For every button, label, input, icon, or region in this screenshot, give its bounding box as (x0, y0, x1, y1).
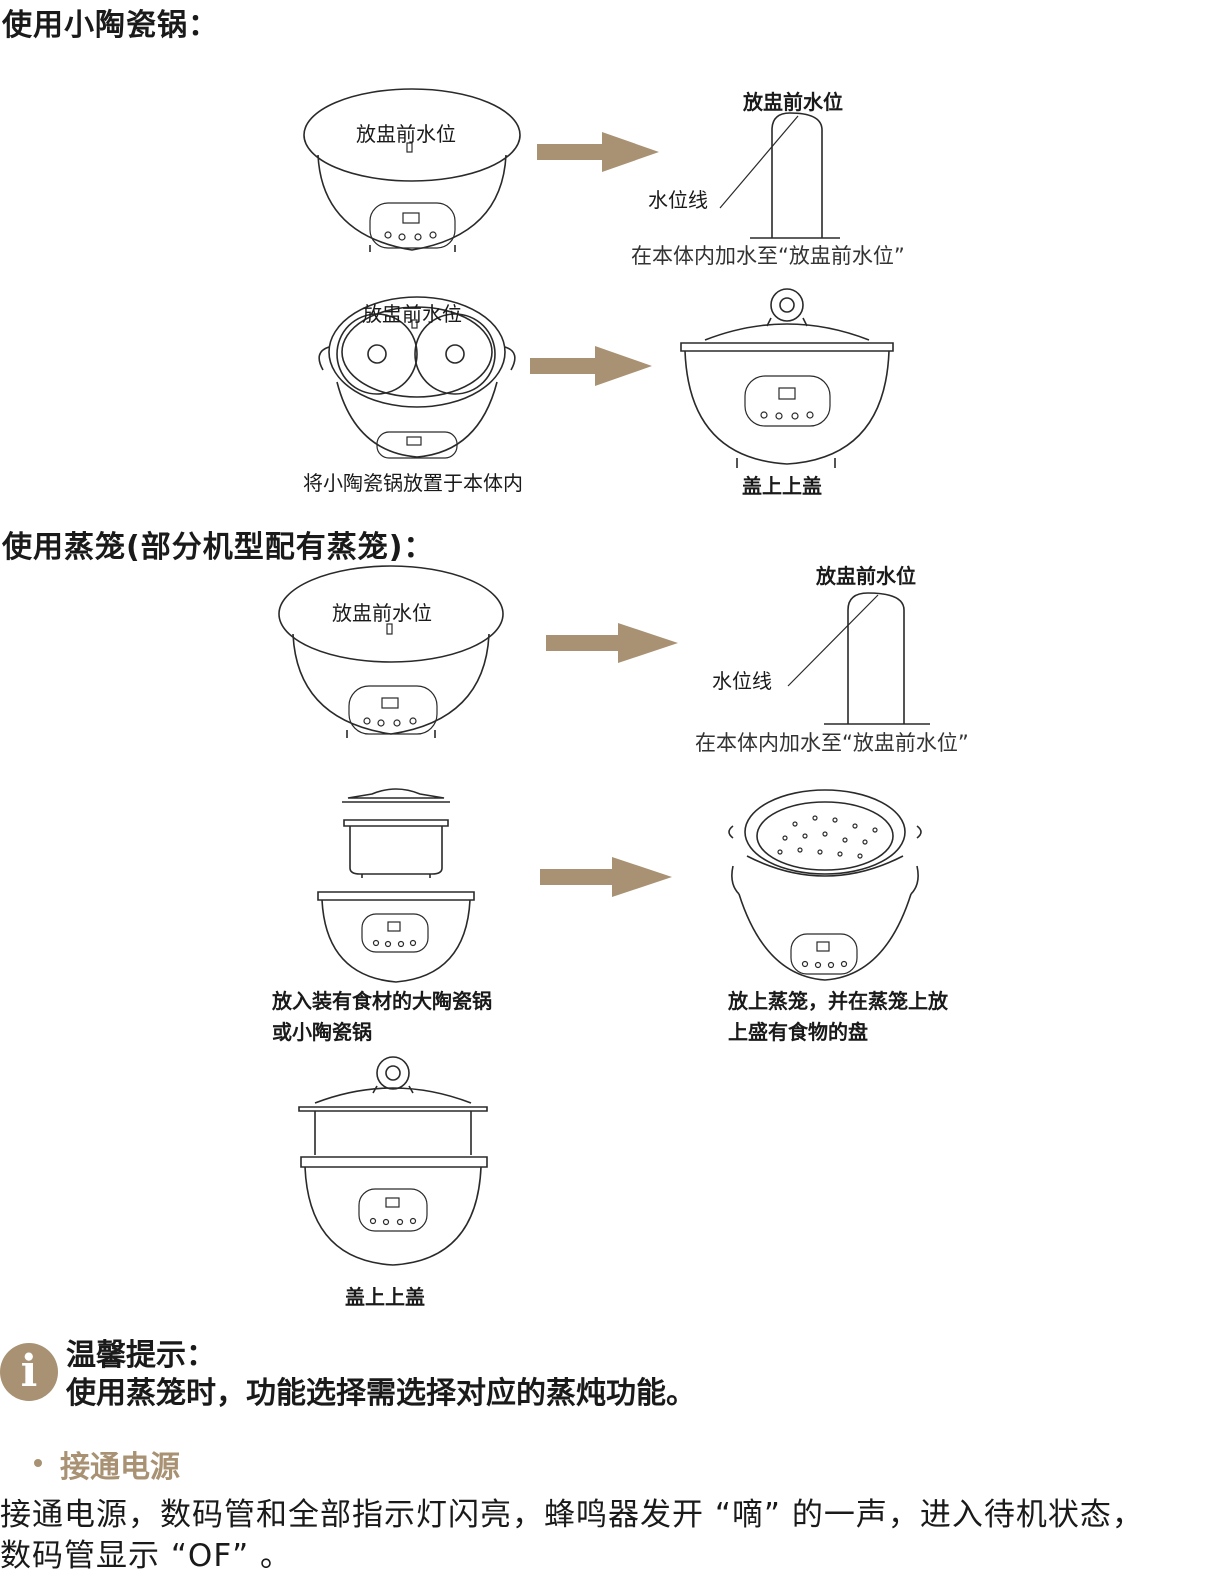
section2-heading: 使用蒸笼(部分机型配有蒸笼)： (2, 530, 435, 565)
water-level-top-label: 放盅前水位 (743, 90, 843, 114)
pot-water-level-label: 放盅前水位 (356, 122, 456, 146)
arrow-right-icon (546, 623, 678, 663)
pot-and-base-illustration (317, 788, 475, 983)
water-level-line-label: 水位线 (648, 188, 708, 212)
bullet-dot (34, 1459, 42, 1467)
caption-steamer-line1: 放上蒸笼，并在蒸笼上放 (728, 989, 948, 1013)
info-icon: i (0, 1343, 58, 1401)
water-level-line-label: 水位线 (712, 669, 772, 693)
tip-title: 温馨提示： (66, 1338, 216, 1373)
cooker-top-view-illustration (278, 565, 504, 738)
power-paragraph-line2: 数码管显示 “OF” 。 (0, 1538, 293, 1574)
pot-water-level-label: 放盅前水位 (332, 601, 432, 625)
caption-insert-pot-line2: 或小陶瓷锅 (272, 1020, 372, 1044)
arrow-right-icon (537, 132, 659, 172)
water-level-instruction: 在本体内加水至“放盅前水位” (631, 244, 905, 268)
cooker-top-view-illustration (303, 88, 521, 252)
tip-text: 使用蒸笼时，功能选择需选择对应的蒸炖功能。 (66, 1376, 696, 1411)
arrow-right-icon (530, 346, 652, 386)
steamer-with-lid-illustration (298, 1056, 488, 1266)
arrow-right-icon (540, 857, 672, 897)
caption-insert-pot-line1: 放入装有食材的大陶瓷锅 (272, 989, 492, 1013)
section1-heading: 使用小陶瓷锅： (2, 8, 219, 43)
caption-steamer-line2: 上盛有食物的盘 (728, 1020, 868, 1044)
water-level-diagram (787, 592, 930, 725)
power-paragraph-line1: 接通电源，数码管和全部指示灯闪亮，蜂鸣器发开 “嘀” 的一声，进入待机状态， (0, 1497, 1144, 1533)
water-level-instruction: 在本体内加水至“放盅前水位” (695, 731, 969, 755)
caption-place-small-pot: 将小陶瓷锅放置于本体内 (303, 471, 523, 495)
cooker-with-small-pots-illustration (318, 296, 516, 459)
power-section-title: 接通电源 (60, 1450, 180, 1485)
water-level-top-label: 放盅前水位 (816, 564, 916, 588)
steamer-on-cooker-illustration (728, 789, 922, 981)
caption-close-lid: 盖上上盖 (742, 474, 822, 498)
cooker-with-lid-illustration (680, 288, 894, 468)
caption-close-lid: 盖上上盖 (345, 1285, 425, 1309)
pot2-water-level-label: 放盅前水位 (362, 302, 462, 326)
water-level-diagram (719, 112, 840, 239)
